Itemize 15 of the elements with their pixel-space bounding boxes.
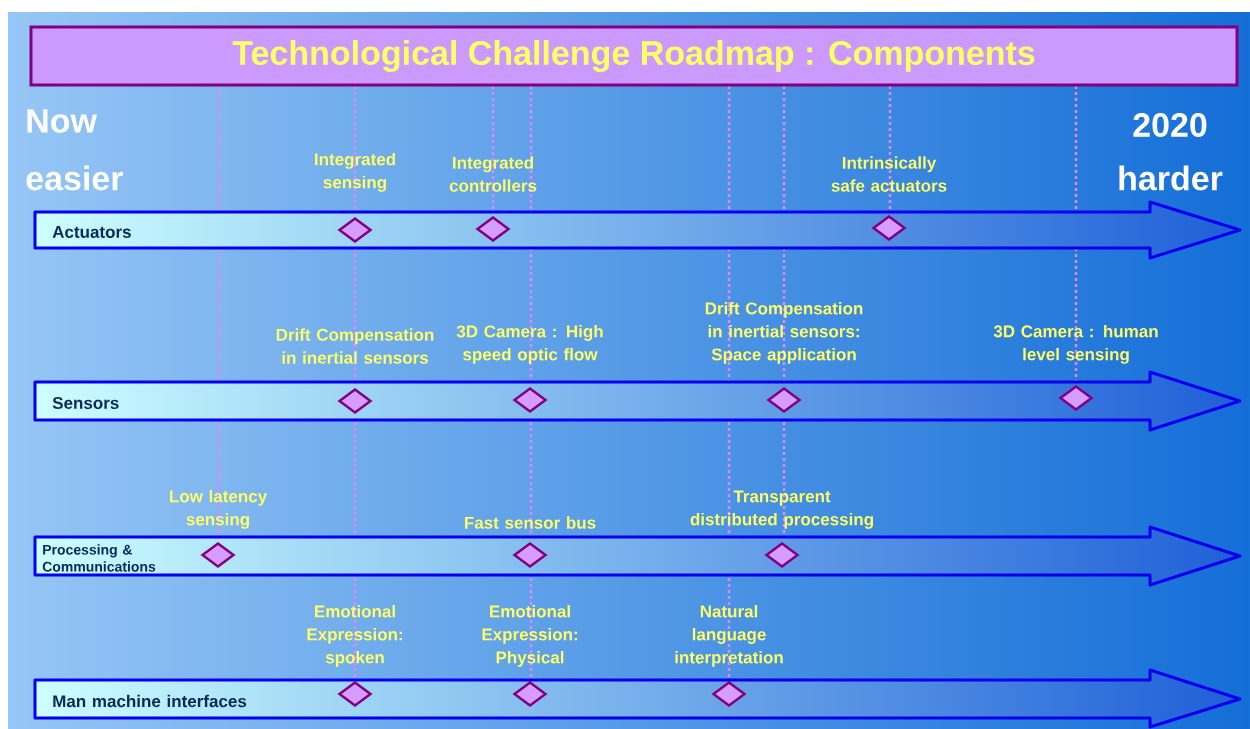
axis-label: harder [1119,165,1223,191]
axis-label: easier [26,165,123,191]
axis-label: Now [27,109,98,133]
milestone-label: Drift Compensation in inertial sensors [276,328,434,364]
milestone-label: Emotional Expression: spoken [307,604,403,667]
milestone-label: Integrated sensing [315,152,395,192]
milestone-label: Drift Compensation in inertial sensors: Space application [705,301,863,364]
title-banner: Technological Challenge Roadmap : Components [29,25,1239,87]
milestone-label: Natural language interpretation [675,604,783,667]
milestone-label: Intrinsically safe actuators [831,156,947,192]
axis-label: 2020 [1133,112,1207,138]
milestone-label: 3D Camera : human level sensing [993,324,1158,364]
milestone-label: Integrated controllers [449,156,537,192]
milestone-label: 3D Camera : High speed optic flow [456,324,603,364]
milestone-label: Emotional Expression: Physical [482,604,578,667]
